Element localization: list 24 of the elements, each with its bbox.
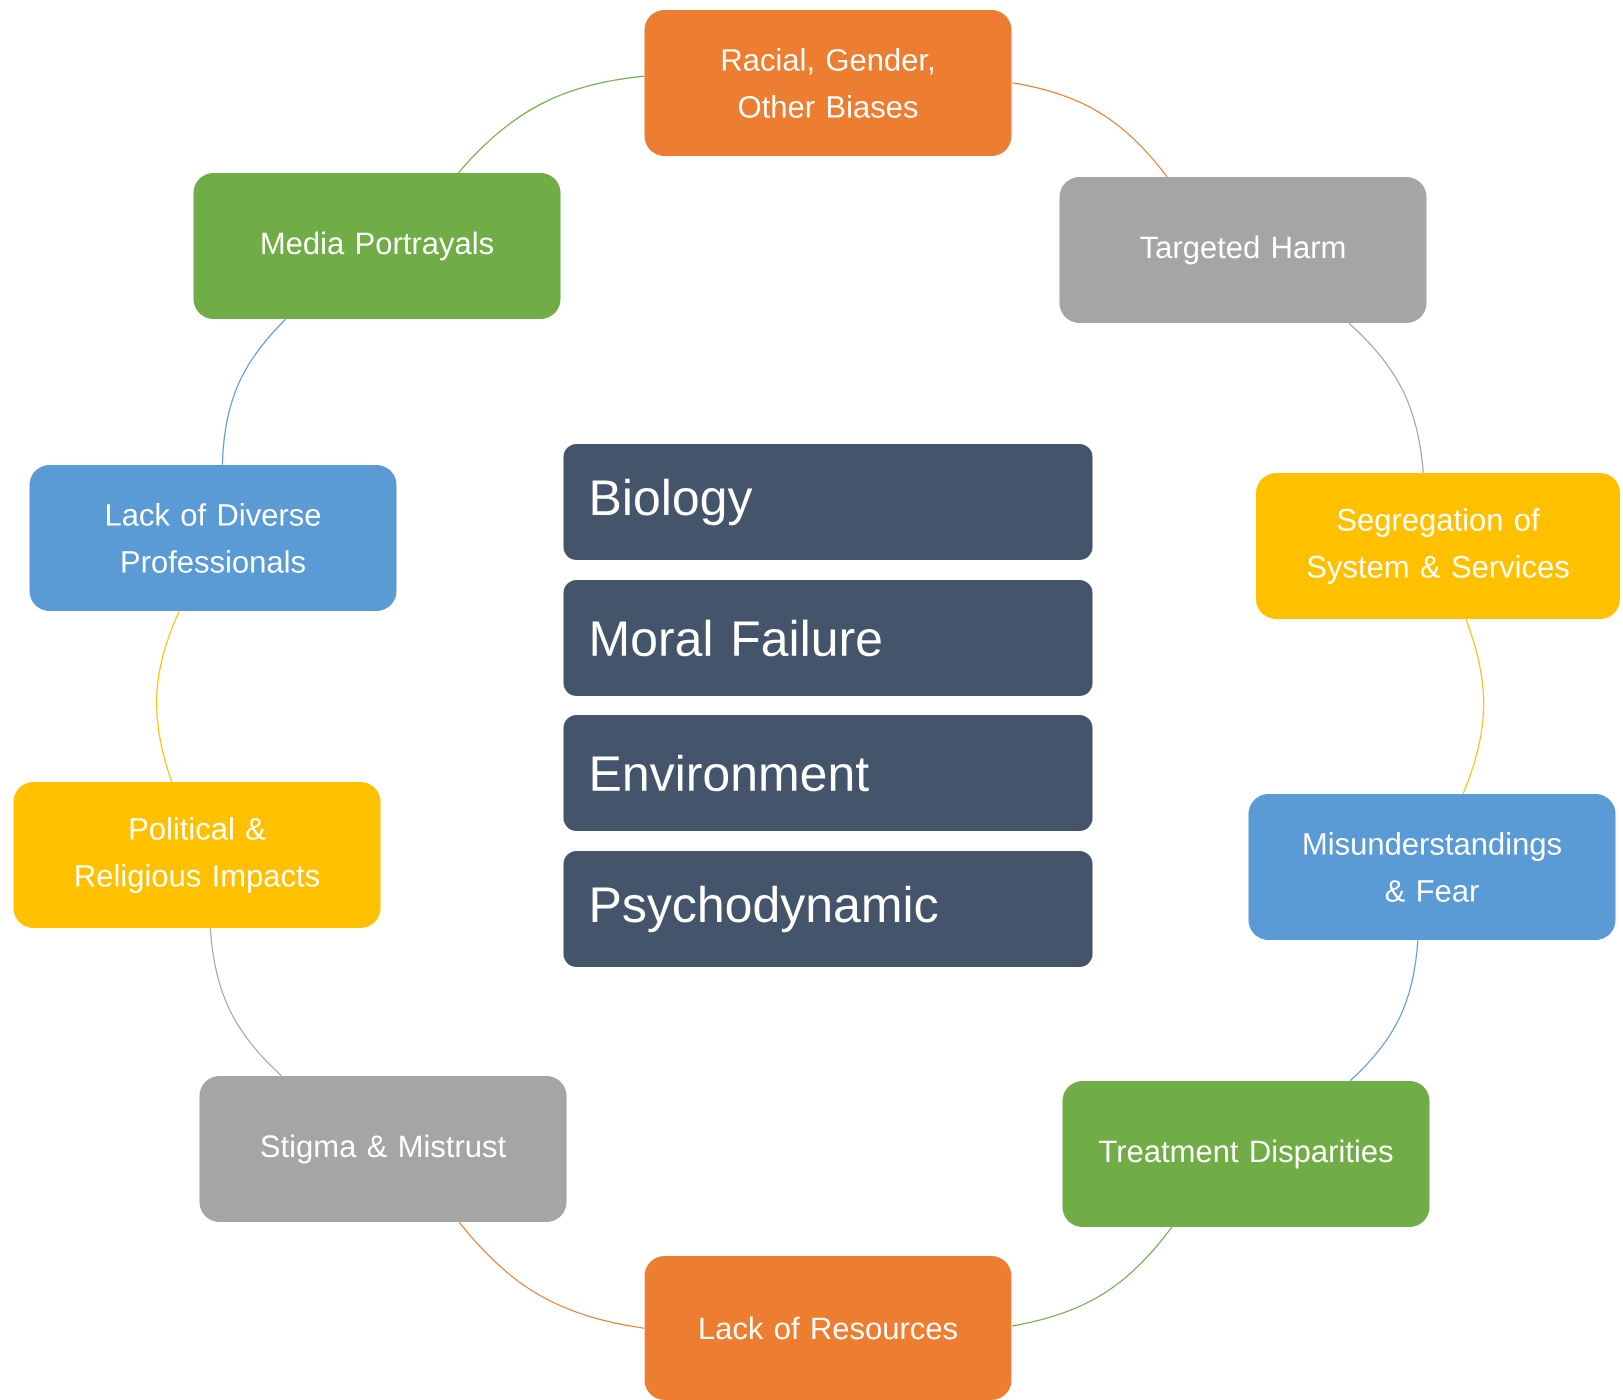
connector-arc bbox=[1011, 1226, 1173, 1327]
factor-box: Political & Religious Impacts bbox=[13, 782, 381, 928]
connector-arc bbox=[156, 610, 180, 783]
category-box: Biology bbox=[561, 442, 1095, 562]
factor-box: Lack of Diverse Professionals bbox=[29, 465, 397, 611]
factor-box: Misunderstandings & Fear bbox=[1248, 794, 1616, 940]
factor-box: Media Portrayals bbox=[193, 173, 561, 319]
factor-box: Racial, Gender, Other Biases bbox=[644, 10, 1012, 156]
category-box: Psychodynamic bbox=[561, 849, 1095, 969]
category-box: Moral Failure bbox=[561, 578, 1095, 698]
connector-arc bbox=[209, 927, 282, 1077]
connector-arc bbox=[1011, 82, 1168, 178]
factor-box: Targeted Harm bbox=[1059, 177, 1427, 323]
connector-arc bbox=[221, 318, 287, 466]
factor-box: Treatment Disparities bbox=[1062, 1081, 1430, 1227]
connector-arc bbox=[1462, 618, 1485, 795]
connector-arc bbox=[1349, 939, 1419, 1082]
connector-arc bbox=[1348, 322, 1424, 474]
factor-box: Stigma & Mistrust bbox=[199, 1076, 567, 1222]
factor-box: Lack of Resources bbox=[644, 1256, 1012, 1400]
connector-arc bbox=[458, 1221, 645, 1329]
factor-box: Segregation of System & Services bbox=[1256, 473, 1620, 619]
category-box: Environment bbox=[561, 713, 1095, 833]
connector-arc bbox=[457, 75, 645, 174]
